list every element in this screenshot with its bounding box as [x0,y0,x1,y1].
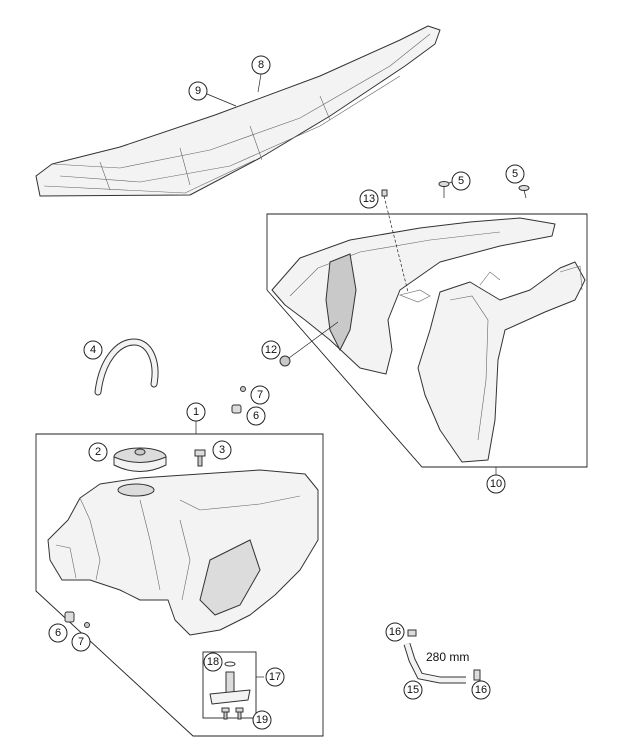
hose-clamp-16-lower [473,669,481,681]
svg-text:6: 6 [253,410,259,422]
svg-text:18: 18 [207,656,219,668]
svg-text:10: 10 [490,478,502,490]
svg-text:1: 1 [193,406,199,418]
callout-12: 12 [261,340,281,360]
fuel-line-15 [403,642,466,684]
fuel-tank-frame [35,433,324,737]
nut-12 [279,321,339,367]
callout-1: 1 [186,402,206,422]
svg-text:16: 16 [475,684,487,696]
callout-7-upper: 7 [250,385,270,405]
svg-text:13: 13 [363,193,375,205]
screw-3 [194,449,206,467]
screw-5-right [518,185,530,199]
svg-text:5: 5 [512,168,518,180]
svg-text:7: 7 [257,389,263,401]
hose-length-dimension: 280 mm [426,650,469,664]
tank-cap-2 [113,447,167,472]
clip-7-lower [84,622,90,628]
bolt-13 [381,189,409,293]
grommet-6-lower [64,611,75,623]
callout-2: 2 [88,442,108,462]
leader-9 [206,93,237,107]
svg-text:4: 4 [90,344,96,356]
svg-text:12: 12 [265,344,277,356]
screw-5-left [438,181,450,198]
callout-5-right: 5 [505,164,525,184]
side-cover-frame [266,213,588,468]
svg-text:15: 15 [407,684,419,696]
callout-6-upper: 6 [246,406,266,426]
fuel-tank [47,469,319,636]
callout-3: 3 [212,440,232,460]
seat [35,25,441,197]
svg-text:7: 7 [78,636,84,648]
svg-text:17: 17 [269,671,281,683]
svg-text:9: 9 [195,85,201,97]
callout-9: 9 [188,81,208,101]
fuel-tap [209,671,251,705]
svg-text:5: 5 [458,175,464,187]
svg-text:8: 8 [258,59,264,71]
svg-text:3: 3 [219,444,225,456]
screw-19-a [221,707,230,720]
callout-17: 17 [265,667,285,687]
svg-text:16: 16 [389,626,401,638]
callout-16-upper: 16 [385,622,405,642]
callout-8: 8 [251,55,271,75]
callout-6-lower: 6 [48,623,68,643]
grommet-6-upper [231,404,242,414]
callout-13: 13 [359,189,379,209]
callout-15: 15 [403,680,423,700]
clip-7-upper [240,386,246,392]
svg-text:19: 19 [256,714,268,726]
o-ring-18 [224,661,236,667]
callout-16-lower: 16 [471,680,491,700]
callout-7-lower: 7 [71,632,91,652]
hose-clamp-16-upper [407,629,417,637]
screw-19-b [235,707,244,720]
callout-10: 10 [486,474,506,494]
fuel-pump-frame [202,651,257,719]
breather-hose-4 [94,338,159,396]
left-spoiler [271,217,556,375]
leader-8 [257,73,262,93]
svg-text:2: 2 [95,446,101,458]
callout-5-left: 5 [451,171,471,191]
callout-19: 19 [252,710,272,730]
right-spoiler [417,261,586,463]
callout-4: 4 [83,340,103,360]
svg-text:6: 6 [55,627,61,639]
callout-18: 18 [203,652,223,672]
